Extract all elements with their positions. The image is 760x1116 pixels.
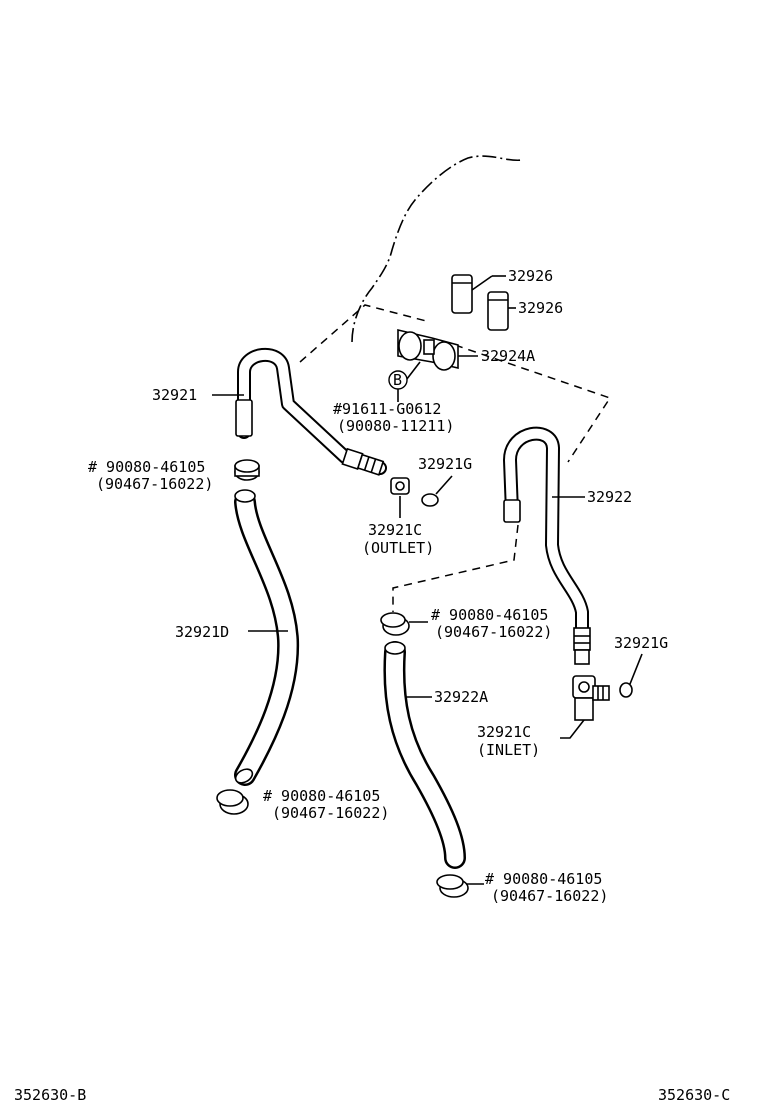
guide-line-lower bbox=[392, 524, 519, 612]
label-clamp-upper-left: # 90080-46105 bbox=[88, 458, 205, 476]
label-32921C-outlet-sub: (OUTLET) bbox=[362, 539, 434, 557]
hose-32921D-inner bbox=[236, 493, 297, 784]
hose-32922A-inner bbox=[385, 643, 464, 867]
label-clamp-bottom-left: # 90080-46105 bbox=[263, 787, 380, 805]
clamp-bracket bbox=[397, 328, 459, 371]
label-clamp-mid-right: # 90080-46105 bbox=[431, 606, 548, 624]
inlet-fitting bbox=[572, 675, 610, 721]
pipe-32922-end-sleeve bbox=[503, 499, 521, 523]
label-clamp-bottom-right-alt: (90467-16022) bbox=[491, 887, 608, 905]
label-clamp-bottom-left-alt: (90467-16022) bbox=[272, 804, 389, 822]
leader-inlet bbox=[560, 719, 585, 739]
label-32921D: 32921D bbox=[175, 623, 229, 641]
label-32922: 32922 bbox=[587, 488, 632, 506]
label-32921: 32921 bbox=[152, 386, 197, 404]
bushing-lower bbox=[487, 291, 509, 331]
hose-clamp-upper-left bbox=[234, 459, 260, 481]
leader-32921G-upper bbox=[435, 475, 453, 495]
leader-32926-top bbox=[471, 275, 493, 291]
guide-line-upper bbox=[299, 304, 431, 363]
label-32921G-upper: 32921G bbox=[418, 455, 472, 473]
hose-32922A-top-end bbox=[384, 641, 406, 655]
pipe-32922-inner bbox=[505, 428, 587, 645]
hose-32921D-bottom-end bbox=[234, 768, 254, 784]
footer-code-right: 352630-C bbox=[658, 1086, 730, 1104]
b-marker-letter: B bbox=[393, 371, 402, 389]
body-outline bbox=[351, 155, 523, 343]
label-32921C-outlet: 32921C bbox=[368, 521, 422, 539]
pipe-32921-inner bbox=[239, 349, 385, 473]
leader-32921G-lower bbox=[629, 653, 643, 685]
hose-clamp-bottom-left bbox=[216, 789, 249, 815]
footer-code-left: 352630-B bbox=[14, 1086, 86, 1104]
guide-line-right bbox=[454, 344, 612, 463]
o-ring-lower bbox=[619, 682, 633, 698]
label-32926-top: 32926 bbox=[508, 267, 553, 285]
pipe-32921-end-sleeve bbox=[235, 399, 253, 437]
label-32921C-inlet: 32921C bbox=[477, 723, 531, 741]
pipe-32921-fitting bbox=[341, 447, 385, 476]
label-clamp-bottom-right: # 90080-46105 bbox=[485, 870, 602, 888]
pipe-32922-fitting bbox=[573, 627, 591, 665]
label-32924A: 32924A bbox=[481, 347, 535, 365]
label-32922A: 32922A bbox=[434, 688, 488, 706]
label-91611-alt: (90080-11211) bbox=[337, 417, 454, 435]
hose-clamp-bottom-right bbox=[436, 874, 469, 898]
o-ring-upper bbox=[421, 493, 439, 507]
hose-32921D-top-end bbox=[234, 489, 256, 503]
label-32921C-inlet-sub: (INLET) bbox=[477, 741, 540, 759]
label-91611: #91611-G0612 bbox=[333, 400, 441, 418]
label-32926-mid: 32926 bbox=[518, 299, 563, 317]
hose-clamp-mid-right bbox=[380, 612, 410, 636]
label-clamp-mid-right-alt: (90467-16022) bbox=[435, 623, 552, 641]
label-clamp-upper-left-alt: (90467-16022) bbox=[96, 475, 213, 493]
outlet-fitting bbox=[390, 477, 410, 495]
label-32921G-lower: 32921G bbox=[614, 634, 668, 652]
bushing-upper bbox=[451, 274, 473, 314]
